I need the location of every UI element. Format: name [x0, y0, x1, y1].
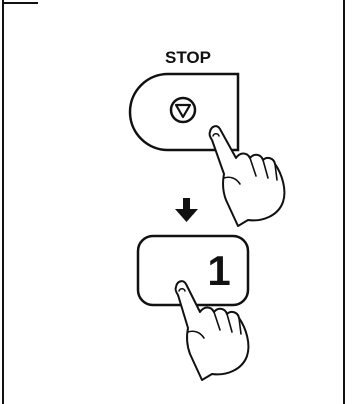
number-key-label: 1: [207, 247, 230, 294]
stop-label: STOP: [165, 48, 211, 67]
number-key-1[interactable]: 1: [138, 236, 248, 305]
pointing-hand-icon: [210, 126, 285, 226]
arrow-down-icon: [175, 198, 198, 222]
